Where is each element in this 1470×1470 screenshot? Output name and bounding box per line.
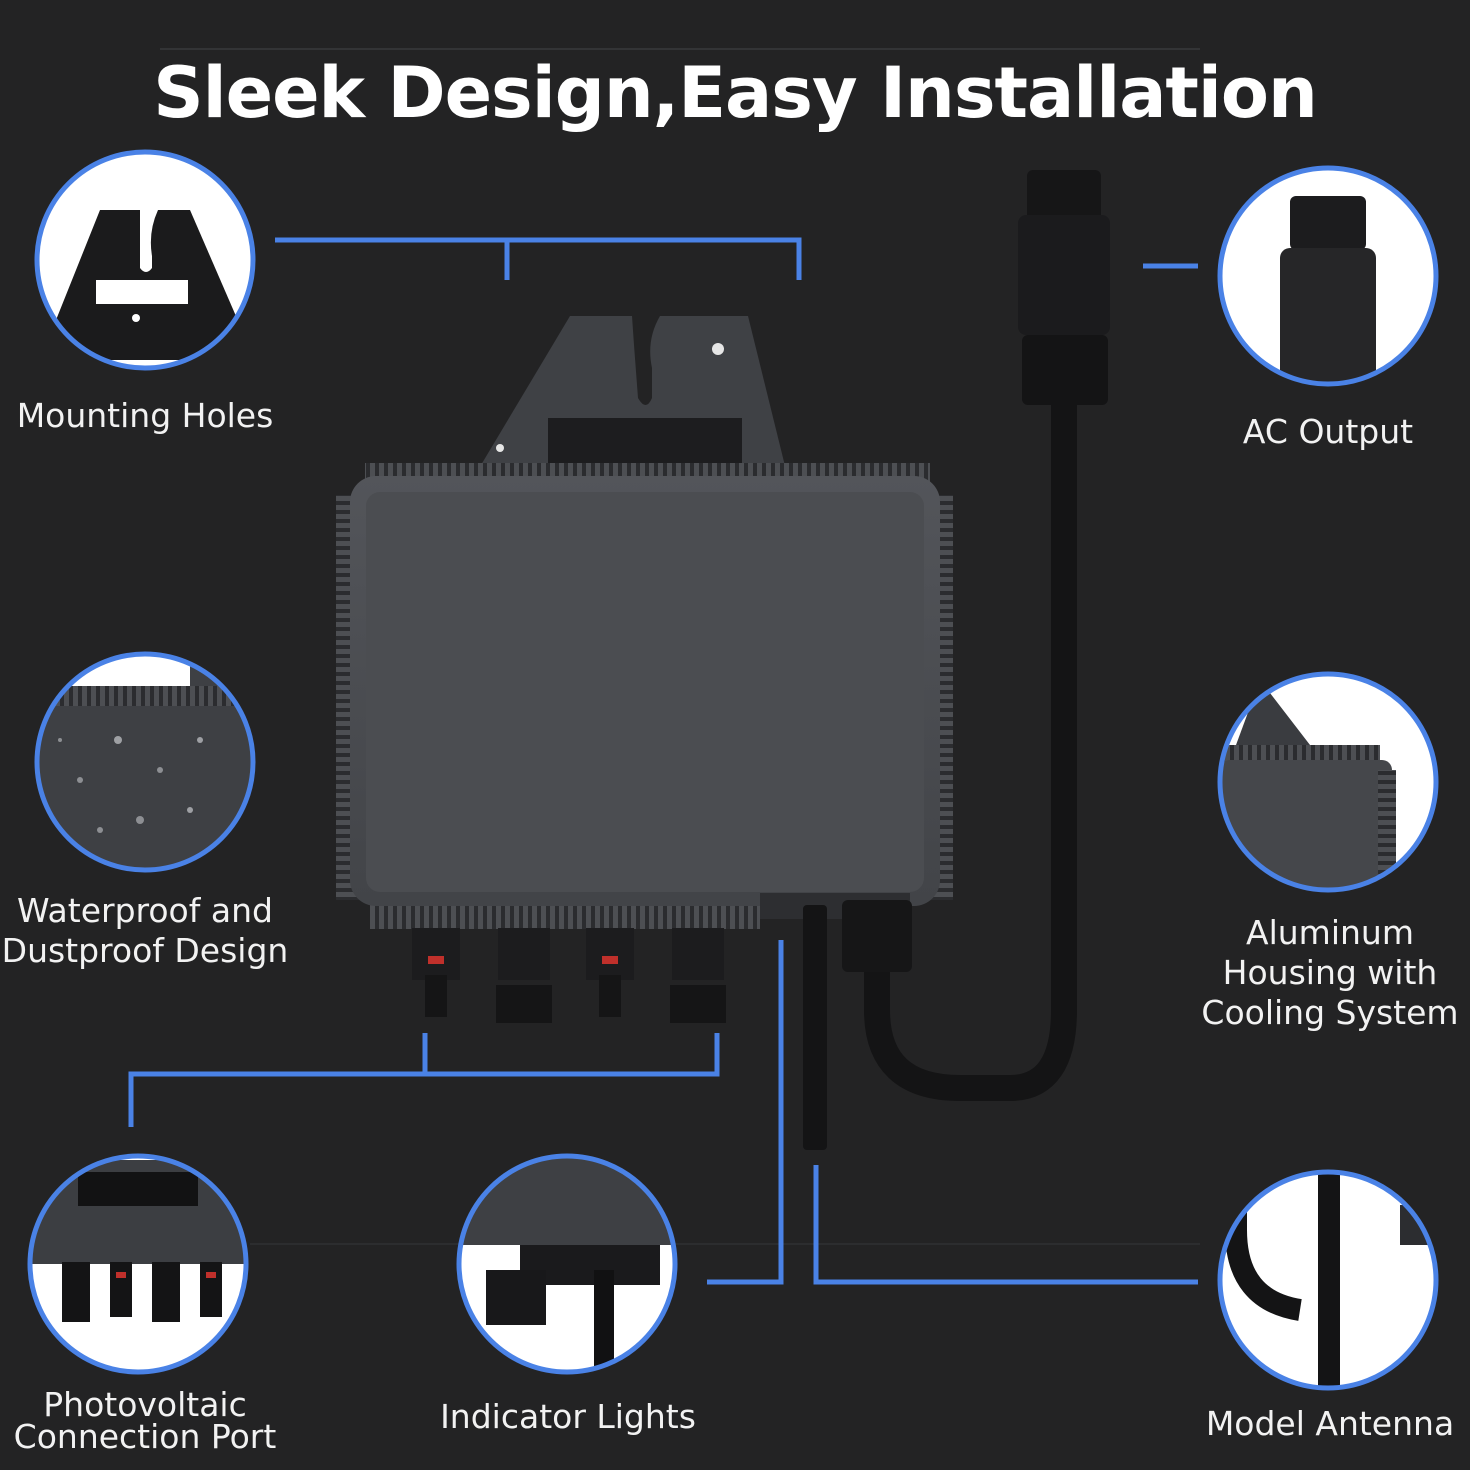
ac-cable: [864, 405, 1077, 1101]
caption-mounting-holes: Mounting Holes: [16, 396, 274, 435]
caption-ac-output: AC Output: [1242, 412, 1414, 451]
page-title: Sleek Design,Easy Installation: [153, 52, 1318, 134]
ac-output-detail: [1220, 168, 1436, 384]
mounting-bracket: [275, 237, 802, 280]
caption-model-antenna: Model Antenna: [1205, 1404, 1455, 1443]
mounting-holes-detail: [37, 152, 253, 368]
antenna-detail: [1220, 1172, 1436, 1388]
caption-indicator-lights: Indicator Lights: [440, 1397, 696, 1436]
antenna-bracket: [813, 1165, 1198, 1285]
microinverter: [336, 170, 1110, 1150]
pv-connectors: [412, 928, 726, 1023]
indicator-bracket: [707, 940, 784, 1285]
caption-aluminum-housing: Aluminum Housing with Cooling System: [1201, 913, 1459, 1032]
callout-lines: [128, 237, 1198, 1285]
caption-waterproof: Waterproof and Dustproof Design: [1, 891, 289, 970]
caption-pv-port: Photovoltaic Connection Port: [13, 1385, 277, 1456]
pv-bracket: [128, 1033, 720, 1127]
